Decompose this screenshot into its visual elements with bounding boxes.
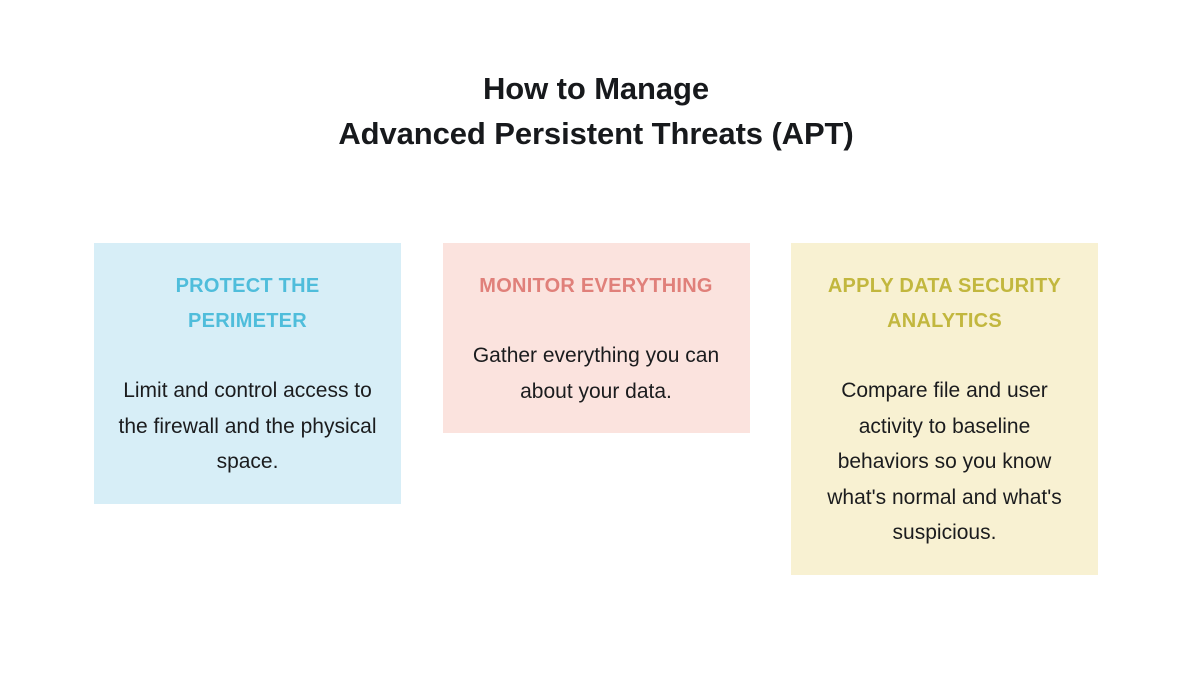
card-monitor-everything: MONITOR EVERYTHING Gather everything you… [442,243,750,433]
card-heading: MONITOR EVERYTHING [479,275,713,297]
cards-row: PROTECT THE PERIMETER Limit and control … [94,243,1098,575]
card-apply-data-security-analytics: APPLY DATA SECURITY ANALYTICS Compare fi… [791,243,1098,575]
card-body: Limit and control access to the firewall… [118,379,377,473]
card-protect-the-perimeter: PROTECT THE PERIMETER Limit and control … [94,243,401,504]
page-title-line-1: How to Manage [482,71,710,106]
page-title-line-2: Advanced Persistent Threats (APT) [338,116,854,151]
card-body: Gather everything you can about your dat… [472,344,720,403]
card-body: Compare file and user activity to baseli… [827,379,1062,544]
card-heading: APPLY DATA SECURITY ANALYTICS [827,275,1062,332]
page-title: How to Manage Advanced Persistent Threat… [0,66,1192,156]
card-heading: PROTECT THE PERIMETER [175,275,320,332]
